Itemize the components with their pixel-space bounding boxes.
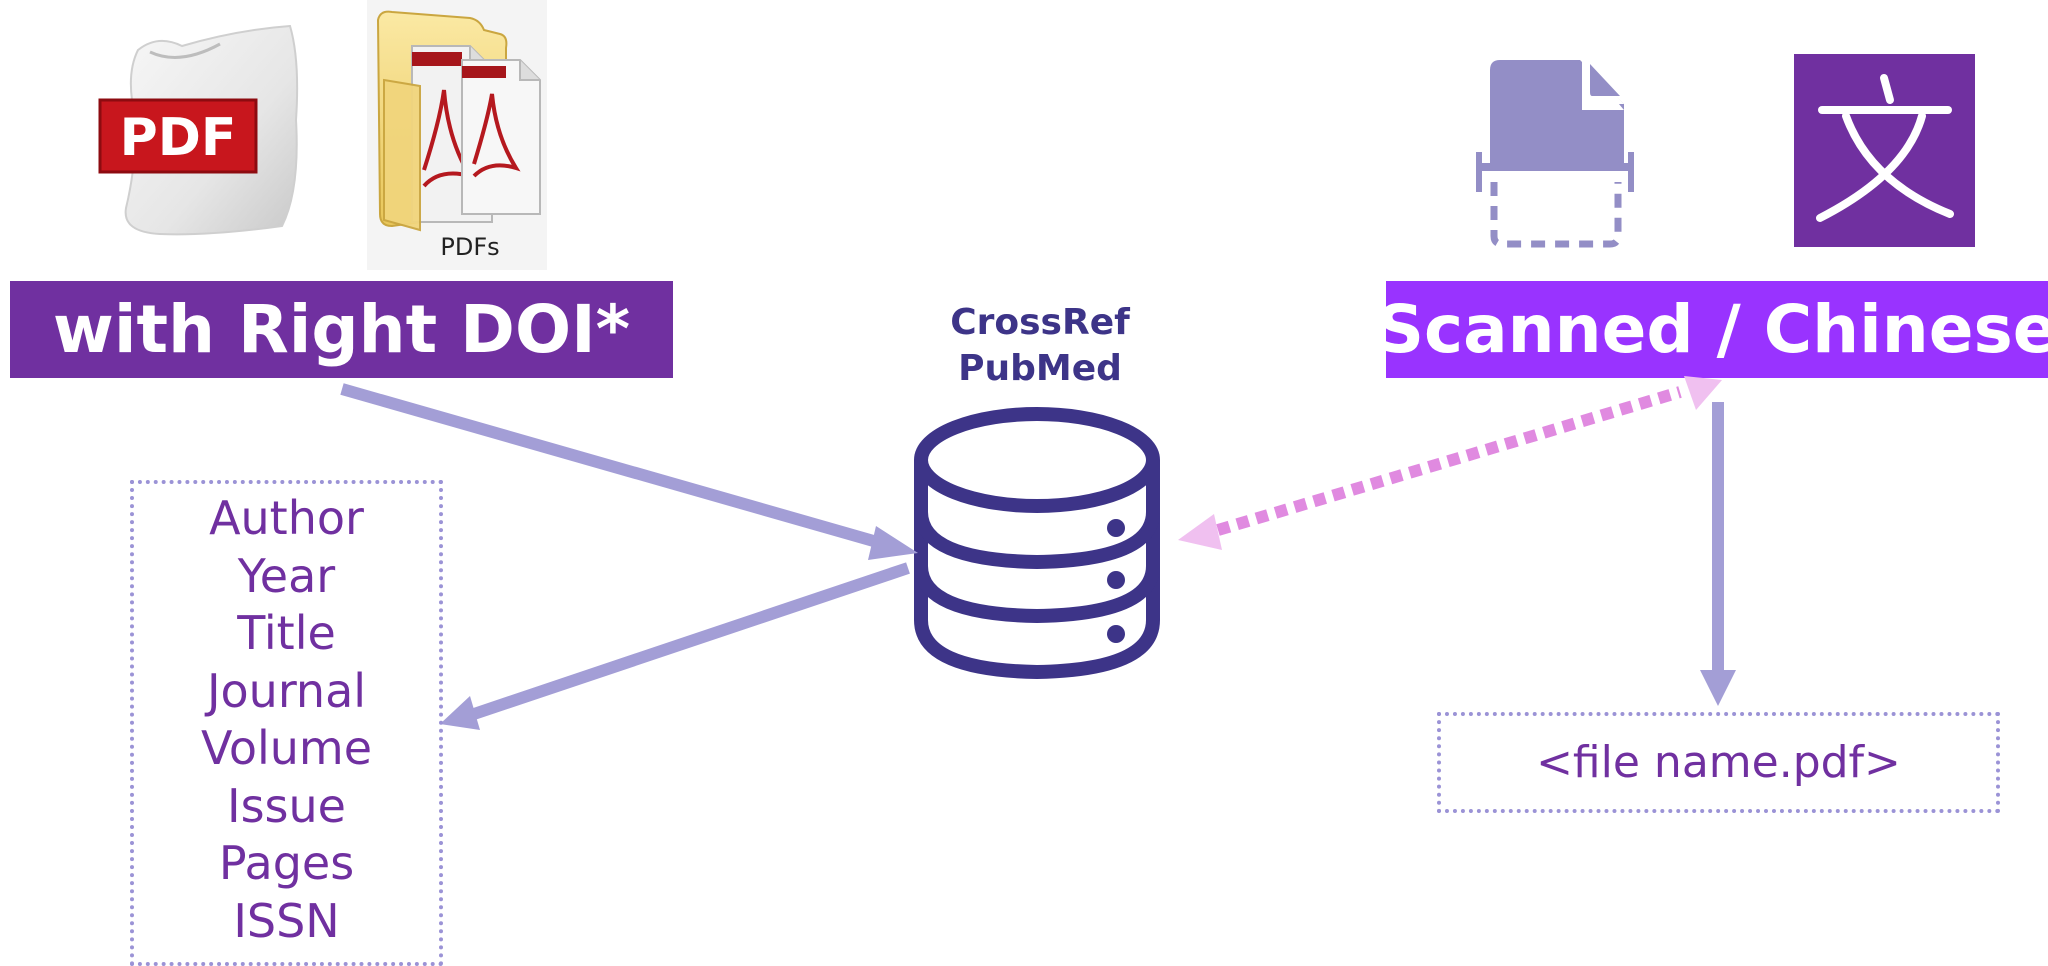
- scanned-chinese-banner: Scanned / Chinese: [1376, 281, 2048, 378]
- metadata-fields-box: [130, 480, 443, 966]
- pubmed-label: PubMed: [958, 348, 1122, 389]
- doi-to-database-arrow: [340, 383, 886, 550]
- chinese-glyph: [1816, 74, 1954, 222]
- database-to-metadata-arrow: [472, 562, 910, 720]
- scanned-database-dotted-arrow: [1216, 386, 1682, 536]
- metadata-field: Journal: [206, 663, 367, 718]
- crossref-label: CrossRef: [950, 302, 1130, 343]
- scanned-dotted-arrowhead-left: [1178, 514, 1222, 550]
- metadata-field: Pages: [218, 836, 355, 890]
- with-right-doi-label: with Right DOI*: [52, 291, 631, 368]
- filename-output-box: <file name.pdf>: [1437, 712, 2000, 813]
- metadata-field-list: Author Year Title Journal Volume Issue P…: [134, 490, 439, 950]
- doi-to-database-arrowhead: [868, 526, 918, 560]
- pdf-badge-text: PDF: [120, 108, 237, 168]
- metadata-field: Volume: [200, 721, 373, 775]
- with-right-doi-banner: with Right DOI*: [10, 281, 673, 378]
- pdfs-folder-caption: PDFs: [440, 233, 499, 261]
- metadata-field: Author: [209, 491, 364, 545]
- scanned-dotted-arrowhead-right: [1684, 376, 1722, 410]
- database-label: CrossRef PubMed: [920, 300, 1160, 392]
- scanned-to-filename-arrowhead: [1700, 670, 1736, 706]
- metadata-field: Title: [237, 606, 336, 660]
- chinese-character-icon: [1794, 54, 1975, 247]
- database-to-metadata-arrowhead: [440, 696, 480, 730]
- scanned-chinese-label: Scanned / Chinese: [1376, 291, 2048, 368]
- filename-output-text: <file name.pdf>: [1536, 737, 1901, 788]
- metadata-field: ISSN: [233, 893, 340, 948]
- metadata-field: Issue: [227, 778, 346, 833]
- metadata-field: Year: [237, 548, 336, 603]
